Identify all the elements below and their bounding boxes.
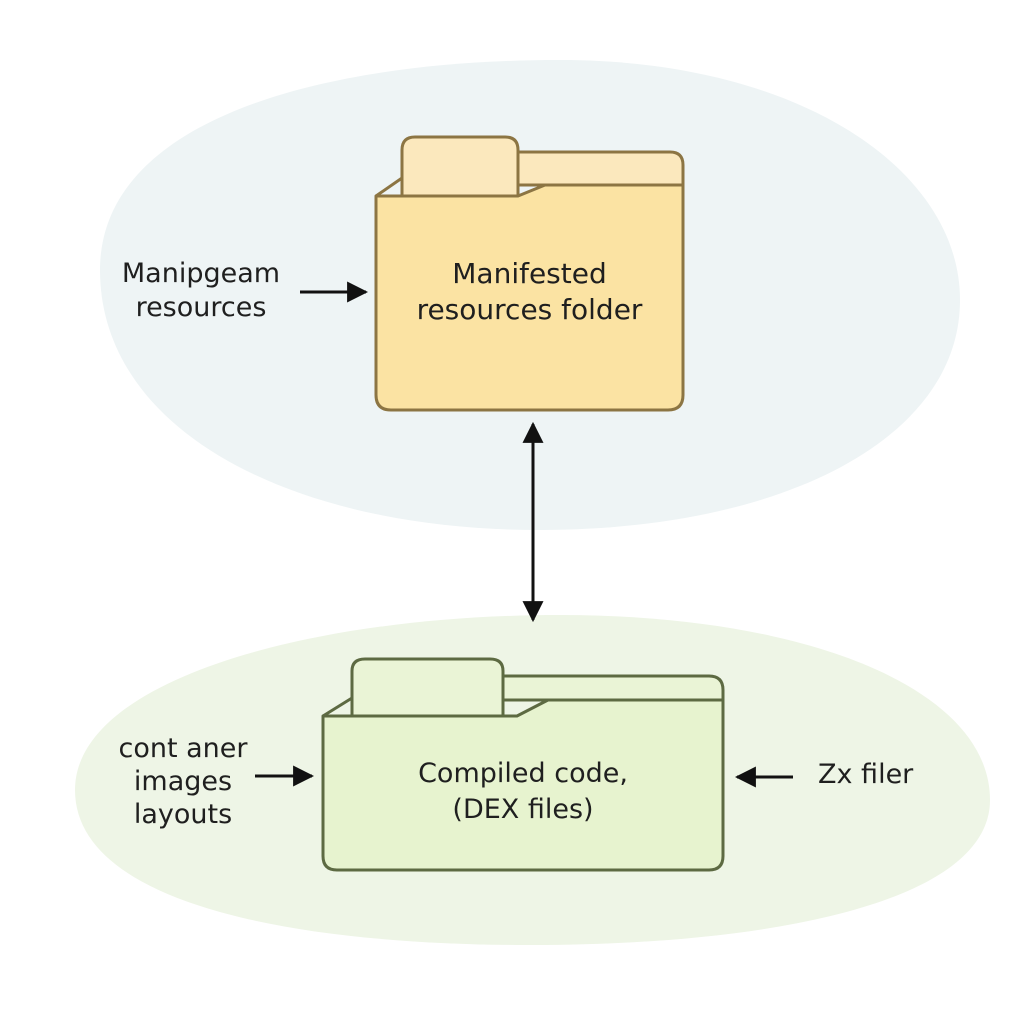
top-folder-label: Manifested resources folder: [376, 256, 683, 328]
top-folder-label-line2: resources folder: [416, 293, 643, 326]
right-bottom-label: Zx filer: [818, 758, 913, 792]
left-top-label-line2: resources: [135, 292, 267, 323]
left-bottom-label-line1: cont aner: [118, 733, 248, 764]
left-bottom-label-line2: images: [133, 766, 233, 797]
right-bottom-label-line1: Zx filer: [818, 759, 914, 790]
bottom-folder-icon: [321, 657, 725, 872]
left-top-label-line1: Manipgeam: [121, 258, 281, 289]
left-bottom-label: cont aner images layouts: [110, 732, 256, 831]
top-folder-label-line1: Manifested: [452, 257, 607, 290]
bottom-folder-label-line2: (DEX files): [452, 794, 594, 825]
left-top-label: Manipgeam resources: [112, 257, 290, 325]
top-folder-icon: [374, 135, 685, 412]
left-bottom-label-line3: layouts: [133, 799, 233, 830]
bottom-folder-label-line1: Compiled code,: [418, 758, 628, 789]
bottom-folder-label: Compiled code, (DEX files): [323, 756, 723, 828]
